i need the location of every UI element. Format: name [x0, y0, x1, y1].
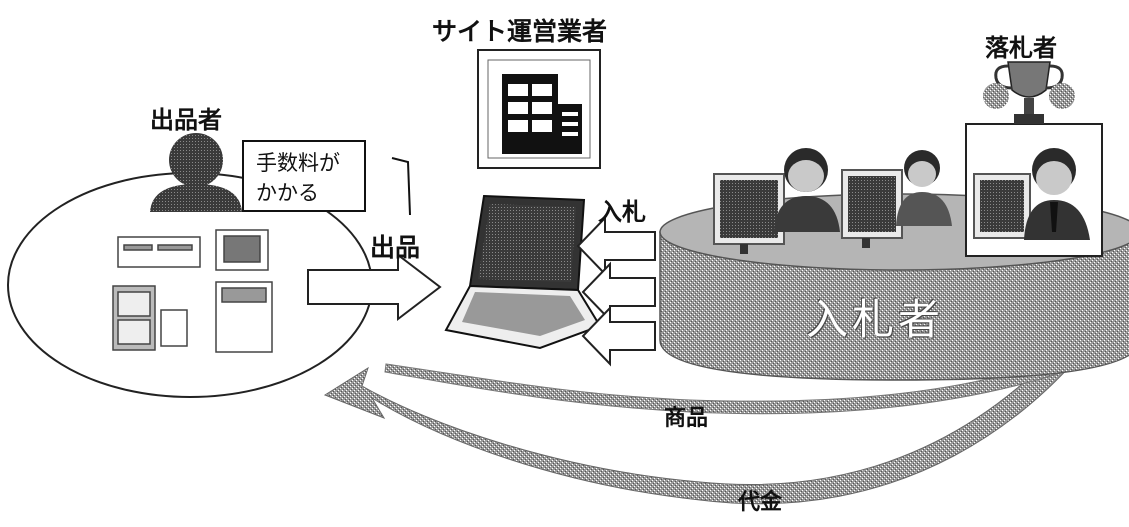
winner-label: 落札者: [985, 34, 1057, 62]
trophy-icon: [983, 61, 1075, 124]
bid-label: 入札: [598, 198, 646, 226]
listing-label: 出品: [370, 233, 421, 262]
goods-flow-arrow: [384, 341, 1111, 415]
fee-callout-pointer: [391, 157, 411, 216]
fee-callout: 手数料が かかる: [242, 140, 366, 212]
bidder-icon: [841, 150, 952, 248]
operator-building-icon: [477, 49, 601, 169]
listing-arrow: [307, 252, 442, 322]
seller-label: 出品者: [150, 106, 222, 134]
seller-items-icon: [112, 229, 273, 353]
operator-label: サイト運営業者: [432, 17, 608, 46]
bidder-icon: [713, 148, 840, 254]
goods-label: 商品: [664, 406, 709, 431]
fee-text-line2: かかる: [256, 181, 319, 205]
winner-bidder-icon: [965, 123, 1103, 257]
seller-person-icon: [150, 133, 242, 212]
fee-text-line1: 手数料が: [256, 151, 340, 175]
payment-flow-arrow: [323, 299, 1116, 505]
laptop-icon: [444, 194, 602, 350]
bidders-label: 入札者: [805, 295, 944, 344]
payment-label: 代金: [738, 490, 783, 515]
bid-arrows: [576, 215, 656, 367]
